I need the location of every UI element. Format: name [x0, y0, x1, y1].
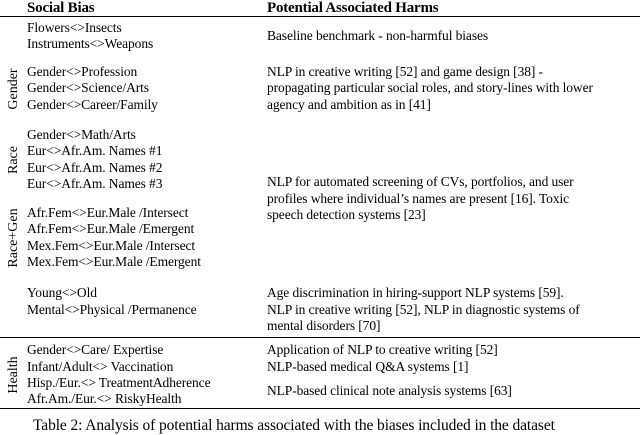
harm-cell: NLP for automated screening of CVs, port… [267, 127, 640, 270]
bias-list: Gender<>Math/Arts Eur<>Afr.Am. Names #1 … [27, 127, 267, 192]
bias-item: Gender<>Science/Arts [27, 80, 149, 96]
harm-cell: Age discrimination in hiring-support NLP… [267, 285, 640, 334]
group-label-race: Race [5, 145, 21, 174]
harm-line: NLP for automated screening of CVs, port… [267, 174, 574, 190]
column-header-harms: Potential Associated Harms [267, 0, 439, 16]
harm-line: NLP-based clinical note analysis systems… [267, 382, 512, 398]
bias-item: Gender<>Career/Family [27, 96, 158, 112]
column-header-social-bias: Social Bias [27, 0, 95, 16]
harm-line: Application of NLP to creative writing [… [267, 342, 498, 358]
bias-item: Eur<>Afr.Am. Names #2 [27, 159, 163, 175]
bias-item: Gender<>Profession [27, 64, 138, 80]
table-section-baseline: Flowers<>Insects Instruments<>Weapons Ba… [0, 20, 640, 53]
group-label-health: Health [5, 356, 21, 394]
harm-cell: Baseline benchmark - non-harmful biases [267, 20, 640, 53]
bias-list: Flowers<>Insects Instruments<>Weapons [27, 20, 267, 53]
group-race-gen: Race+Gen Afr.Fem<>Eur.Male /Intersect Af… [0, 205, 267, 270]
harm-line: propagating particular social roles, and… [267, 80, 593, 96]
bias-item: Young<>Old [27, 285, 97, 301]
harm-line: NLP in creative writing [52], NLP in dia… [267, 301, 580, 317]
harm-cell: Application of NLP to creative writing [… [267, 342, 640, 407]
bias-item: Afr.Am./Eur.<> RiskyHealth [27, 391, 182, 407]
group-label-gutter: Gender [0, 64, 27, 113]
bias-item: Mex.Fem<>Eur.Male /Emergent [27, 254, 201, 270]
group-label-gutter: Health [0, 342, 27, 407]
group-label-gutter: Race+Gen [0, 205, 27, 270]
harm-cell: NLP in creative writing [52] and game de… [267, 64, 640, 113]
bias-list: Young<>Old Mental<>Physical /Permanence [27, 285, 267, 334]
group-label-gutter [0, 285, 27, 334]
bias-list: Afr.Fem<>Eur.Male /Intersect Afr.Fem<>Eu… [27, 205, 267, 270]
harm-line: Age discrimination in hiring-support NLP… [267, 285, 564, 301]
harm-line: NLP-based medical Q&A systems [1] [267, 358, 469, 374]
table-header-row: Social Bias Potential Associated Harms [0, 0, 640, 16]
harm-line: profiles where individual’s names are pr… [267, 190, 570, 206]
bias-item: Gender<>Care/ Expertise [27, 342, 164, 358]
table-section-health: Health Gender<>Care/ Expertise Infant/Ad… [0, 342, 640, 407]
harm-line: mental disorders [70] [267, 317, 381, 333]
bias-item: Infant/Adult<> Vaccination [27, 358, 174, 374]
table-section-gender: Gender Gender<>Profession Gender<>Scienc… [0, 64, 640, 113]
section-divider-rule [0, 337, 640, 339]
group-label-gutter [0, 20, 27, 53]
bias-item: Eur<>Afr.Am. Names #1 [27, 143, 163, 159]
bias-item: Eur<>Afr.Am. Names #3 [27, 175, 163, 191]
harm-block: NLP-based clinical note analysis systems… [267, 383, 630, 399]
group-label-gutter: Race [0, 127, 27, 192]
table-section-age-mental: Young<>Old Mental<>Physical /Permanence … [0, 285, 640, 334]
header-rule [0, 15, 640, 17]
harm-line: Baseline benchmark - non-harmful biases [267, 27, 489, 43]
bias-item: Instruments<>Weapons [27, 35, 154, 51]
bias-list: Gender<>Care/ Expertise Infant/Adult<> V… [27, 342, 267, 407]
table-section-race: Race Gender<>Math/Arts Eur<>Afr.Am. Name… [0, 127, 640, 270]
harm-block: Application of NLP to creative writing [… [267, 342, 630, 375]
bias-item: Mental<>Physical /Permanence [27, 301, 197, 317]
group-label-race-gen: Race+Gen [5, 208, 21, 268]
group-label-gender: Gender [5, 67, 21, 110]
bias-item: Hisp./Eur.<> TreatmentAdherence [27, 374, 211, 390]
table-bottom-rule [0, 408, 640, 410]
bias-list: Gender<>Profession Gender<>Science/Arts … [27, 64, 267, 113]
bias-item: Gender<>Math/Arts [27, 126, 136, 142]
bias-item: Flowers<>Insects [27, 19, 122, 35]
race-groups: Race Gender<>Math/Arts Eur<>Afr.Am. Name… [0, 127, 267, 270]
bias-item: Mex.Fem<>Eur.Male /Intersect [27, 237, 196, 253]
harm-line: speech detection systems [23] [267, 206, 426, 222]
harm-line: NLP in creative writing [52] and game de… [267, 64, 543, 80]
bias-item: Afr.Fem<>Eur.Male /Intersect [27, 205, 189, 221]
harm-line: agency and ambition as in [41] [267, 96, 431, 112]
table-caption: Table 2: Analysis of potential harms ass… [33, 417, 555, 435]
group-race: Race Gender<>Math/Arts Eur<>Afr.Am. Name… [0, 127, 267, 192]
bias-item: Afr.Fem<>Eur.Male /Emergent [27, 221, 195, 237]
